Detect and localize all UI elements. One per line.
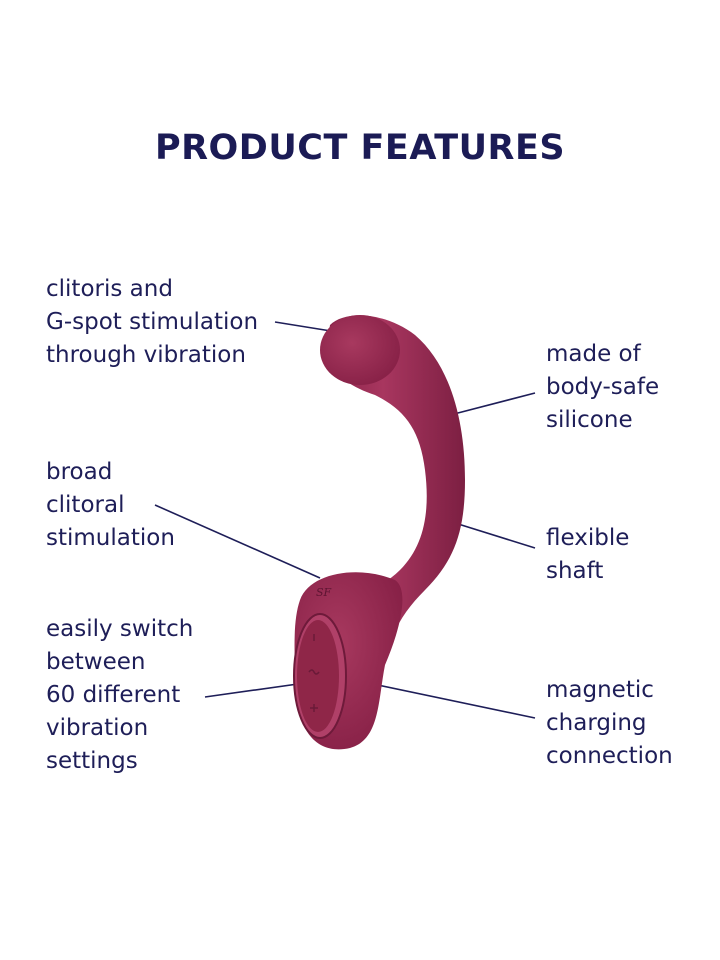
feature-text: flexible [546,525,630,551]
feature-text: shaft [546,558,604,584]
feature-text: settings [46,748,138,774]
feature-text: body-safe [546,374,660,400]
feature-text: made of [546,341,641,367]
feature-text: clitoris and [46,276,173,302]
control-panel [297,620,339,732]
feature-text: stimulation [46,525,175,551]
feature-text: broad [46,459,113,485]
feature-text: connection [546,743,673,769]
callout-line [453,392,536,415]
feature-text: through vibration [46,342,246,368]
callout-line [154,504,321,579]
feature-text: 60 different [46,682,181,708]
feature-flexible-shaft: flexible shaft [546,522,629,588]
product-head [320,315,400,385]
plus-icon [310,704,318,712]
feature-text: magnetic [546,677,654,703]
feature-text: clitoral [46,492,125,518]
feature-clitoral-stimulation: broad clitoral stimulation [46,456,175,555]
wave-icon [308,669,320,675]
feature-text: vibration [46,715,149,741]
brand-logo: SF [316,586,332,599]
feature-text: G-spot stimulation [46,309,259,335]
callout-line [454,522,536,549]
feature-vibration-settings: easily switch between 60 different vibra… [46,613,193,778]
callout-lines [154,321,536,719]
feature-text: easily switch [46,616,194,642]
feature-text: between [46,649,146,675]
page-title: PRODUCT FEATURES [154,128,566,168]
feature-text: charging [546,710,647,736]
product-shaft [328,315,465,660]
feature-gspot-stimulation: clitoris and G-spot stimulation through … [46,273,258,372]
feature-text: silicone [546,407,633,433]
feature-magnetic-charging: magnetic charging connection [546,674,673,773]
callout-line [274,321,332,332]
product: SF [293,315,465,750]
callout-line [377,684,536,719]
feature-silicone: made of body-safe silicone [546,338,659,437]
